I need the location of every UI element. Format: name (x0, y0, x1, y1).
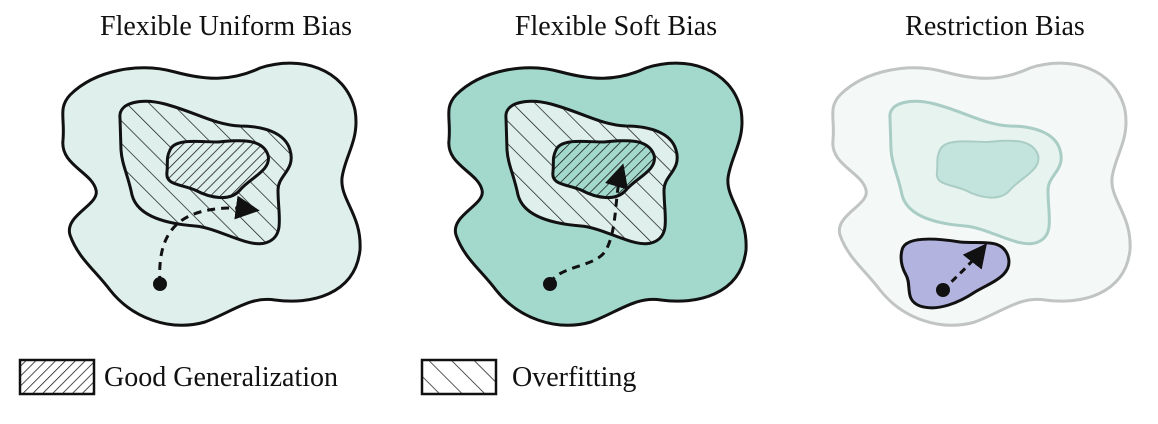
legend-item-overfitting: Overfitting (420, 358, 636, 396)
legend: Good Generalization Overfitting (18, 358, 636, 396)
legend-item-good-generalization: Good Generalization (18, 358, 338, 396)
overfitting-swatch-hatch (423, 361, 495, 393)
learning-trajectory-arrow (158, 195, 260, 285)
learning-trajectory-arrow (548, 163, 629, 285)
legend-label-overfitting: Overfitting (512, 362, 636, 393)
panel-flexible-soft-bias: Flexible Soft Bias (447, 11, 748, 327)
panel-title: Restriction Bias (905, 11, 1085, 42)
legend-label-good-generalization: Good Generalization (104, 362, 338, 393)
good-generalization-hatch (166, 140, 269, 198)
panel-title: Flexible Uniform Bias (100, 11, 352, 42)
good-generalization-swatch-hatch (21, 361, 93, 393)
panel-restriction-bias: Restriction Bias (831, 11, 1132, 327)
good-generalization-hatch (552, 140, 655, 198)
learning-trajectory-arrow (941, 243, 987, 292)
panel-flexible-uniform-bias: Flexible Uniform Bias (61, 11, 362, 327)
panel-title: Flexible Soft Bias (515, 11, 717, 42)
good-generalization-region (935, 139, 1040, 199)
